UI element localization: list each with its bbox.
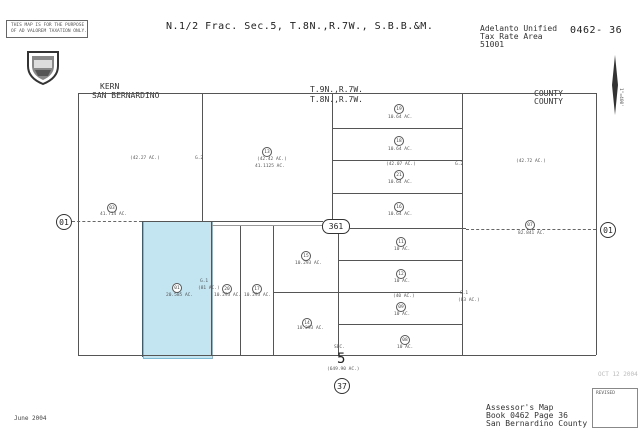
frame-top (78, 93, 596, 94)
notice-line-1: THIS MAP IS FOR THE PURPOSE (11, 23, 85, 28)
parcel-number[interactable]: 16 (394, 202, 404, 212)
parcel-number[interactable]: 13 (262, 147, 272, 157)
lot-g2-right: G.2 (455, 162, 464, 167)
district-line-3: 51001 (480, 40, 505, 49)
road-361-top-r (350, 228, 466, 229)
parcel-number[interactable]: 17 (252, 284, 262, 294)
parcel-number[interactable]: 18 (394, 136, 404, 146)
divider-h6 (338, 324, 462, 325)
assessor-line-3: San Bernardino County (486, 419, 588, 428)
north-arrow-icon (612, 55, 618, 115)
assessor-line-2: Book 0462 Page 36 (486, 411, 568, 420)
district-line-2: Tax Rate Area (480, 32, 543, 41)
county-seal-icon (26, 48, 60, 86)
divider-v8 (338, 228, 339, 355)
parcel-sub-acres: 10.64 AC. (388, 180, 413, 185)
parcel-acres: 10 AC. (394, 247, 411, 252)
parcel-number[interactable]: 07 (525, 220, 535, 230)
page-right-circle[interactable]: 01 (600, 222, 616, 238)
divider-h4 (338, 260, 462, 261)
parcel-acres: (83 AC.) (458, 298, 480, 303)
frame-bottom (78, 355, 596, 356)
township-south: T.8N.,R.7W. (310, 95, 363, 104)
divider-v5 (211, 221, 212, 355)
parcel-acres: (42.27 AC.) (130, 156, 160, 161)
divider-h1 (332, 128, 462, 129)
parcel-acres: (42.72 AC.) (516, 159, 546, 164)
parcel-number[interactable]: 12 (396, 269, 406, 279)
book-page-number: 0462- 36 (570, 25, 623, 36)
parcel-acres: 20.585 AC. (166, 293, 194, 298)
parcel-number[interactable]: 01 (172, 283, 182, 293)
parcel-number[interactable]: 21 (394, 170, 404, 180)
parcel-acres: 10.64 AC. (388, 115, 413, 120)
frame-right (596, 93, 597, 355)
date-stamp: OCT 12 2004 (598, 371, 638, 378)
notice-line-2: OF AD VALOREM TAXATION ONLY. (11, 29, 87, 34)
parcel-sub-acres: 10 AC. (394, 312, 411, 317)
section-number: 5 (337, 351, 346, 367)
parcel-acres: 10.293 AC. (297, 326, 325, 331)
road-361-bottom (211, 225, 323, 226)
parcel-acres: 10.293 AC. (214, 293, 242, 298)
divider-v3 (462, 93, 463, 355)
parcel-number[interactable]: 03 (107, 203, 117, 213)
parcel-number[interactable]: 09 (396, 302, 406, 312)
parcel-acres: 10.64 AC. (388, 212, 413, 217)
parcel-number[interactable]: 08 (400, 335, 410, 345)
parcel-acres: 82.841 AC. (518, 231, 546, 236)
page-left-circle[interactable]: 01 (56, 214, 72, 230)
assessor-line-1: Assessor's Map (486, 403, 554, 412)
parcel-acres: 10 AC. (397, 345, 414, 350)
section-acres: (649.90 AC.) (327, 367, 360, 372)
kern-label: KERN (100, 82, 120, 91)
road-361-label: 361 (322, 219, 350, 234)
revised-box: REVISED (592, 388, 638, 428)
parcel-acres: (42.42 AC.) (257, 157, 287, 162)
divider-v4 (142, 221, 143, 357)
parcel-acres: 10.293 AC. (244, 293, 272, 298)
divider-v2 (332, 93, 333, 221)
parcel-number[interactable]: 19 (394, 104, 404, 114)
divider-h3 (332, 193, 462, 194)
purpose-notice: THIS MAP IS FOR THE PURPOSE OF AD VALORE… (6, 20, 88, 38)
lot-g1-right: G.1 (460, 291, 469, 296)
map-title: N.1/2 Frac. Sec.5, T.8N.,R.7W., S.B.B.&M… (166, 21, 434, 32)
parcel-number[interactable]: 20 (222, 284, 232, 294)
parcel-number[interactable]: 14 (302, 318, 312, 328)
frame-left (78, 93, 79, 355)
san-bernardino-label: SAN BERNARDINO (92, 91, 160, 100)
parcel-sub-acres: 41.1125 AC. (255, 164, 285, 169)
parcel-acres: (42.07 AC.) (386, 162, 416, 167)
divider-v6 (240, 226, 241, 355)
bottom-page-circle[interactable]: 37 (334, 378, 350, 394)
parcel-acres: (40 AC.) (393, 294, 415, 299)
parcel-acres: 10 AC. (394, 279, 411, 284)
lot-g2-left: G.2 (195, 156, 204, 161)
parcel-acres: 10.64 AC. (388, 147, 413, 152)
lot-g1-left: G.1 (200, 279, 209, 284)
left-dashed-line (72, 221, 142, 222)
divider-h2 (332, 160, 462, 161)
township-north: T.9N.,R.7W. (310, 85, 363, 94)
section-prefix: SEC. (334, 345, 345, 350)
divider-h5 (273, 292, 462, 293)
revised-label: REVISED (596, 391, 615, 396)
divider-v7 (273, 226, 274, 355)
scale-label: 1"=400' (618, 88, 623, 107)
district-line-1: Adelanto Unified (480, 24, 558, 33)
parcel-acres: (81 AC.) (198, 286, 220, 291)
road-361-top (143, 221, 323, 222)
parcel-acres: 10.293 AC. (295, 261, 323, 266)
divider-v1 (202, 93, 203, 221)
parcel-number[interactable]: 11 (396, 237, 406, 247)
parcel-number[interactable]: 15 (301, 251, 311, 261)
parcel-acres: 41.714 AC. (100, 212, 128, 217)
map-date: June 2004 (14, 415, 47, 422)
county-right-label-2: COUNTY (534, 97, 563, 106)
